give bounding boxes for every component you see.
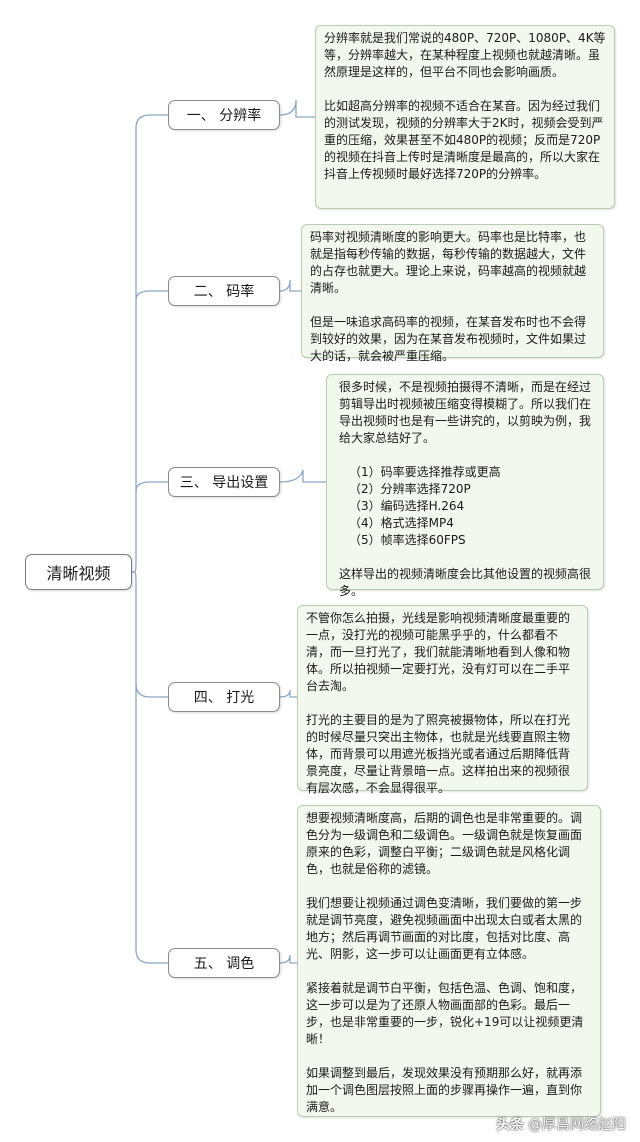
leaf-paragraph: 打光的主要目的是为了照亮被摄物体，所以在打光的时候尽量只突出主物体，也就是光线要… <box>306 713 571 795</box>
leaf-paragraph: 这样导出的视频清晰度会比其他设置的视频高很多。 <box>339 567 592 598</box>
connector-root-b2 <box>135 290 168 301</box>
leaf-paragraph: 紧接着就是调节白平衡，包括色温、色调、饱和度，这一步可以是为了还原人物画面部的色… <box>306 981 584 1046</box>
branch-export-settings[interactable]: 三、 导出设置 <box>168 467 280 497</box>
branch-color-grading[interactable]: 五、 调色 <box>168 948 280 978</box>
leaf-bitrate-note[interactable]: 码率对视频清晰度的影响更大。码率也是比特率，也就是指每秒传输的数据，每秒传输的数… <box>301 224 604 363</box>
watermark-brand: 头条 <box>496 1117 524 1133</box>
leaf-resolution-note[interactable]: 分辨率就是我们常说的480P、720P、1080P、4K等等，分辨率越大，在某种… <box>315 25 615 209</box>
leaf-paragraph: 比如超高分辨率的视频不适合在某音。因为经过我们的测试发现，视频的分辨率大于2K时… <box>324 99 604 181</box>
list-item: （3）编码选择H.264 <box>349 499 465 513</box>
connector-b4-l4 <box>279 689 297 698</box>
connector-b1-l1 <box>279 99 315 118</box>
list-item: （5）帧率选择60FPS <box>349 533 466 547</box>
leaf-paragraph: 想要视频清晰度高，后期的调色也是非常重要的。调色分为一级调色和二级调色。一级调色… <box>306 811 583 876</box>
leaf-paragraph: 我们想要让视频通过调色变清晰，我们要做的第一步就是调节亮度，避免视频画面中出现太… <box>306 896 583 961</box>
branch-resolution[interactable]: 一、 分辨率 <box>168 100 280 130</box>
connector-root-b3 <box>135 481 168 492</box>
leaf-paragraph: 很多时候，不是视频拍摄得不清晰，而是在经过剪辑导出时视频被压缩变得模糊了。所以我… <box>339 380 592 445</box>
watermark-handle: @厚昌网络赵阳 <box>528 1117 626 1133</box>
watermark: 头条 @厚昌网络赵阳 <box>496 1114 626 1134</box>
connector-b5-l5 <box>279 954 297 964</box>
connector-b3-l3 <box>279 469 326 483</box>
connector-root-b1 <box>131 114 168 573</box>
leaf-paragraph: 但是一味追求高码率的视频，在某音发布时也不会得到较好的效果，因为在某音发布视频时… <box>310 315 587 363</box>
list-item: （2）分辨率选择720P <box>349 482 471 496</box>
branch-bitrate[interactable]: 二、 码率 <box>168 276 280 306</box>
leaf-lighting-note[interactable]: 不管你怎么拍摄，光线是影响视频清晰度最重要的一点，没打光的视频可能黑乎乎的，什么… <box>297 605 588 795</box>
branch-lighting[interactable]: 四、 打光 <box>168 682 280 712</box>
leaf-color-grading-note[interactable]: 想要视频清晰度高，后期的调色也是非常重要的。调色分为一级调色和二级调色。一级调色… <box>297 805 601 1117</box>
connector-root-b4 <box>131 571 168 698</box>
connector-b2-l2 <box>279 279 301 292</box>
connector-root-b5 <box>135 684 168 964</box>
leaf-paragraph: 分辨率就是我们常说的480P、720P、1080P、4K等等，分辨率越大，在某种… <box>324 31 606 79</box>
export-settings-list: （1）码率要选择推荐或更高 （2）分辨率选择720P （3）编码选择H.264 … <box>339 464 595 549</box>
root-node[interactable]: 清晰视频 <box>25 554 132 590</box>
list-item: （1）码率要选择推荐或更高 <box>349 465 501 479</box>
leaf-paragraph: 如果调整到最后，发现效果没有预期那么好，就再添加一个调色图层按照上面的步骤再操作… <box>306 1066 583 1114</box>
leaf-paragraph: 不管你怎么拍摄，光线是影响视频清晰度最重要的一点，没打光的视频可能黑乎乎的，什么… <box>306 611 571 693</box>
list-item: （4）格式选择MP4 <box>349 516 454 530</box>
leaf-export-note[interactable]: 很多时候，不是视频拍摄得不清晰，而是在经过剪辑导出时视频被压缩变得模糊了。所以我… <box>326 374 604 598</box>
leaf-paragraph: 码率对视频清晰度的影响更大。码率也是比特率，也就是指每秒传输的数据，每秒传输的数… <box>310 230 587 295</box>
